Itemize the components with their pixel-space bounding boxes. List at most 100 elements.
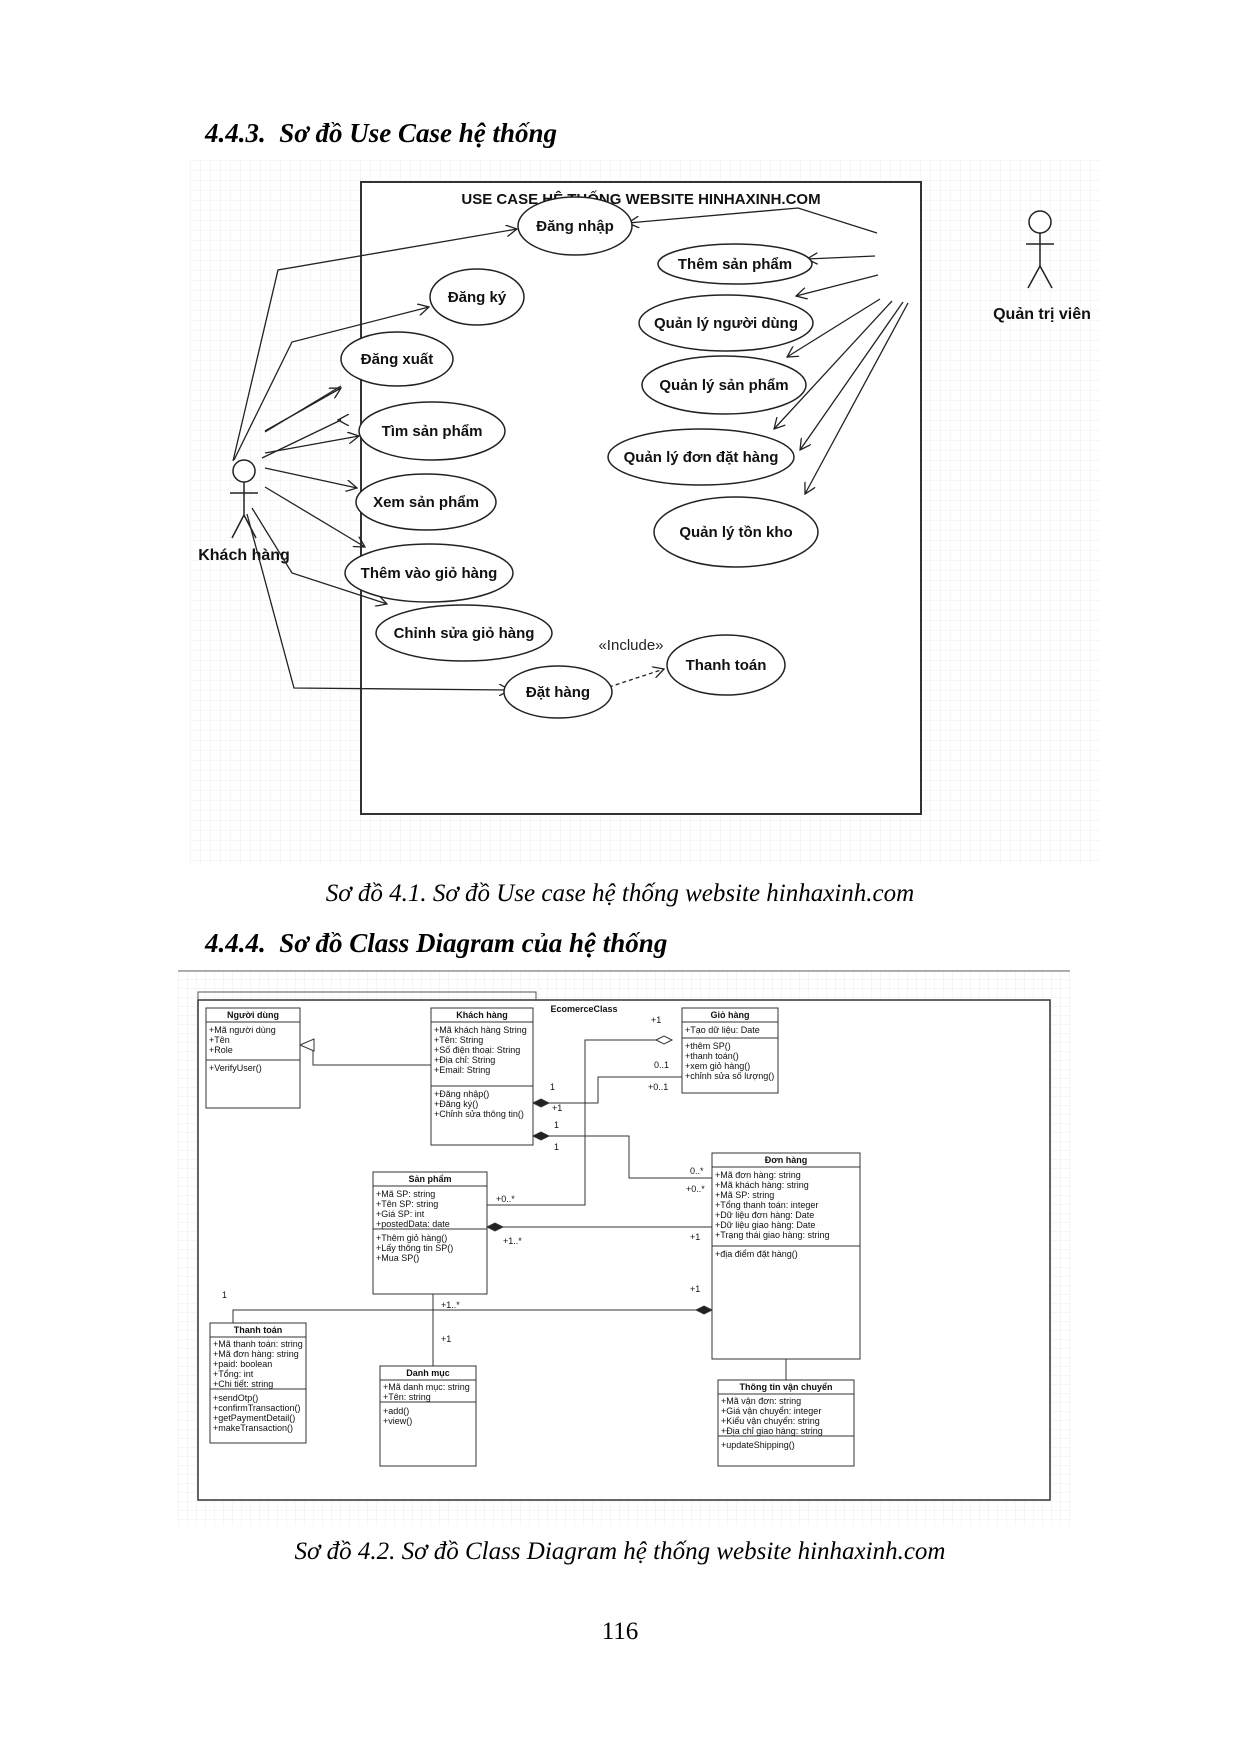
usecase-register <box>429 268 525 326</box>
class-attr: +Mã khách hàng: string <box>715 1180 809 1190</box>
class-khach-hang: Khách hàng +Mã khách hàng String +Tên: S… <box>430 1007 534 1146</box>
class-thong-tin-van-chuyen: Thông tin vận chuyển +Mã vận đơn: string… <box>717 1379 855 1467</box>
class-attr: +Mã khách hàng String <box>434 1025 527 1035</box>
class-attr: +Chi tiết: string <box>213 1379 273 1389</box>
multiplicity: +1 <box>441 1334 451 1344</box>
usecase-logout <box>340 331 454 387</box>
class-op: +getPaymentDetail() <box>213 1413 295 1423</box>
multiplicity: +0..1 <box>648 1082 668 1092</box>
multiplicity: +1 <box>690 1284 700 1294</box>
class-attr: +Mã thanh toán: string <box>213 1339 303 1349</box>
usecase-view-label: Xem sản phẩm <box>373 494 479 511</box>
usecase-add-cart-label: Thêm vào giỏ hàng <box>361 565 498 582</box>
class-gio-hang: Giỏ hàng +Tạo dữ liệu: Date +thêm SP() +… <box>681 1007 779 1094</box>
class-attr: +Tên: String <box>434 1035 483 1045</box>
class-op: +Lấy thông tin SP() <box>376 1243 453 1253</box>
actor-admin <box>1026 210 1054 289</box>
class-name: Khách hàng <box>456 1010 508 1020</box>
class-op: +view() <box>383 1416 412 1426</box>
usecase-login <box>517 196 633 256</box>
class-attr: +Tên SP: string <box>376 1199 438 1209</box>
class-name: Thông tin vận chuyển <box>739 1382 832 1392</box>
usecase-search-label: Tìm sản phẩm <box>382 423 483 440</box>
actor-admin-label: Quản trị viên <box>993 306 1091 323</box>
multiplicity: 1 <box>550 1082 555 1092</box>
usecase-manage-products <box>641 355 807 415</box>
class-attr: +Kiểu vận chuyển: string <box>721 1416 820 1426</box>
class-name: Giỏ hàng <box>711 1010 750 1020</box>
multiplicity: +1 <box>552 1103 562 1113</box>
class-nguoi-dung: Người dùng +Mã người dùng +Tên +Role +Ve… <box>205 1007 301 1109</box>
multiplicity: 1 <box>554 1120 559 1130</box>
class-name: Đơn hàng <box>765 1155 807 1165</box>
usecase-view <box>355 473 497 531</box>
class-op: +thêm SP() <box>685 1041 731 1051</box>
multiplicity: 0..* <box>690 1166 704 1176</box>
class-op: +sendOtp() <box>213 1393 258 1403</box>
class-name: Người dùng <box>227 1010 279 1020</box>
class-attr: +Tổng: int <box>213 1369 254 1379</box>
class-attr: +Mã SP: string <box>376 1189 435 1199</box>
multiplicity: +1 <box>690 1232 700 1242</box>
class-op: +Thêm giỏ hàng() <box>376 1233 447 1243</box>
class-op: +địa điểm đặt hàng() <box>715 1249 798 1259</box>
class-attr: +paid: boolean <box>213 1359 272 1369</box>
class-san-pham: Sản phẩm +Mã SP: string +Tên SP: string … <box>372 1171 488 1295</box>
class-op: +Đăng ký() <box>434 1099 478 1109</box>
page-number: 116 <box>601 1618 639 1645</box>
multiplicity: +1..* <box>441 1300 460 1310</box>
class-op: +Chỉnh sửa thông tin() <box>434 1109 524 1119</box>
usecase-edit-cart <box>375 604 553 662</box>
class-op: +Mua SP() <box>376 1253 419 1263</box>
class-attr: +postedData: date <box>376 1219 450 1229</box>
customer-associations <box>232 229 517 690</box>
figure-caption-1: Sơ đồ 4.1. Sơ đồ Use case hệ thống websi… <box>325 880 915 907</box>
class-op: +makeTransaction() <box>213 1423 293 1433</box>
include-relation <box>608 669 664 688</box>
usecase-add-product-label: Thêm sản phẩm <box>678 256 792 273</box>
usecase-add-product <box>657 243 813 285</box>
actor-customer-label: Khách hàng <box>198 547 290 564</box>
class-attr: +Dữ liệu giao hàng: Date <box>715 1220 815 1230</box>
usecase-payment-label: Thanh toán <box>686 657 767 674</box>
class-attr: +Mã người dùng <box>209 1025 276 1035</box>
class-attr: +Role <box>209 1045 233 1055</box>
class-attr: +Mã SP: string <box>715 1190 774 1200</box>
class-op: +VerifyUser() <box>209 1063 262 1073</box>
class-attr: +Tên <box>209 1035 230 1045</box>
class-name: Thanh toán <box>234 1325 283 1335</box>
include-label: «Include» <box>598 637 663 654</box>
class-diagram: EcomerceClass Người dùng +Mã người dùng … <box>178 970 1070 1526</box>
usecase-manage-stock-label: Quản lý tồn kho <box>679 524 792 541</box>
class-attr: +Dữ liệu đơn hàng: Date <box>715 1210 814 1220</box>
class-don-hang: Đơn hàng +Mã đơn hàng: string +Mã khách … <box>711 1152 861 1360</box>
multiplicity: 1 <box>554 1142 559 1152</box>
class-attr: +Mã đơn hàng: string <box>715 1170 801 1180</box>
usecase-order-label: Đặt hàng <box>526 684 590 701</box>
multiplicity: +0..* <box>686 1184 705 1194</box>
section-heading-class: 4.4.4. Sơ đồ Class Diagram của hệ thống <box>205 928 667 959</box>
class-attr: +Giá SP: int <box>376 1209 425 1219</box>
class-thanh-toan: Thanh toán +Mã thanh toán: string +Mã đơ… <box>209 1322 307 1444</box>
usecase-logout-label: Đăng xuất <box>361 351 434 368</box>
class-attr: +Trạng thái giao hàng: string <box>715 1230 830 1240</box>
usecase-search <box>358 401 506 461</box>
figure-caption-2: Sơ đồ 4.2. Sơ đồ Class Diagram hệ thống … <box>294 1538 946 1565</box>
multiplicity: 1 <box>222 1290 227 1300</box>
usecase-manage-users <box>638 294 814 352</box>
usecase-login-label: Đăng nhập <box>536 218 614 235</box>
class-op: +chỉnh sửa số lượng() <box>685 1071 774 1081</box>
class-attr: +Mã vận đơn: string <box>721 1396 801 1406</box>
usecase-manage-orders <box>607 428 795 486</box>
class-op: +thanh toán() <box>685 1051 739 1061</box>
class-attr: +Số điện thoại: String <box>434 1045 520 1055</box>
class-attr: +Mã danh mục: string <box>383 1382 470 1392</box>
section-title: Sơ đồ Use Case hệ thống <box>279 118 558 148</box>
multiplicity: +0..* <box>496 1194 515 1204</box>
admin-associations <box>628 207 909 494</box>
usecase-manage-stock <box>653 496 819 568</box>
usecase-manage-users-label: Quản lý người dùng <box>654 315 798 332</box>
class-attr: +Email: String <box>434 1065 490 1075</box>
multiplicity: 0..1 <box>654 1060 669 1070</box>
system-title: USE CASE HỆ THỐNG WEBSITE HINHAXINH.COM <box>461 190 820 208</box>
